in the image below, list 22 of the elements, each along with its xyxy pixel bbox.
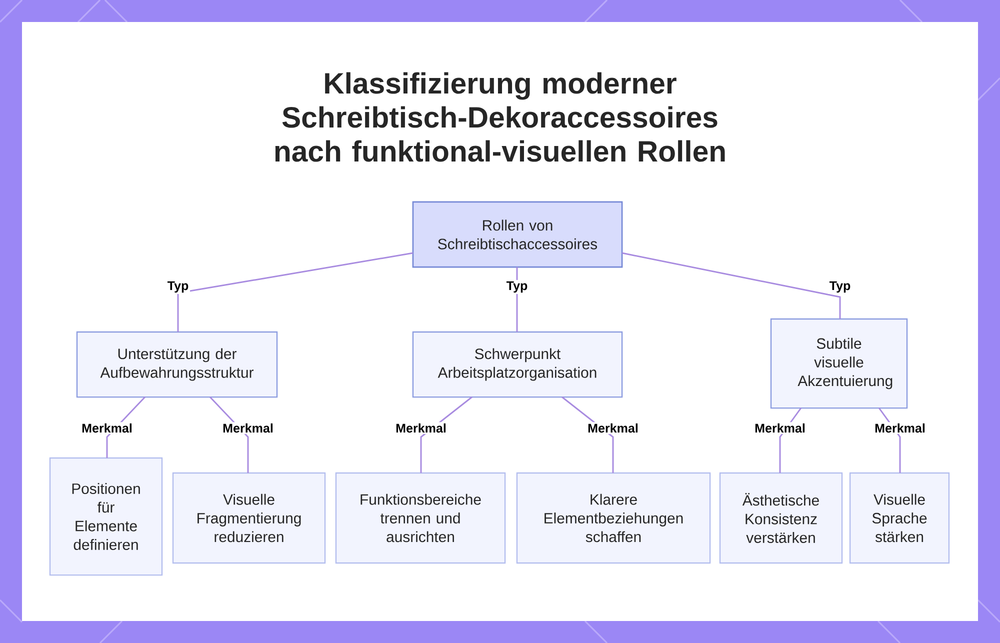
edge-label: Merkmal — [221, 422, 275, 434]
feature-box: Funktionsbereiche trennen und ausrichten — [335, 472, 506, 564]
category-box: Schwerpunkt Arbeitsplatzorganisation — [412, 331, 623, 398]
edge-label: Typ — [166, 280, 190, 294]
feature-box: Positionen für Elemente definieren — [49, 457, 163, 576]
feature-box: Visuelle Sprache stärken — [849, 472, 950, 564]
title: Klassifizierung moderner Schreibtisch-Dekoraccessoires nach funktional-visuellen Rollen — [275, 72, 725, 162]
edge-label: Merkmal — [394, 422, 448, 434]
edge-label: Typ — [505, 280, 530, 294]
feature-box: Ästhetische Konsistenz verstärken — [719, 472, 843, 564]
connector — [622, 252, 841, 319]
edge-label: Typ — [828, 280, 852, 294]
edge-label: Merkmal — [80, 422, 134, 434]
edge-label: Merkmal — [586, 422, 640, 434]
root-box: Rollen von Schreibtischaccessoires — [412, 201, 623, 268]
feature-box: Visuelle Fragmentierung reduzieren — [172, 472, 326, 564]
edge-label: Merkmal — [753, 422, 807, 434]
connector — [177, 252, 414, 332]
category-box: Unterstützung der Aufbewahrungsstruktur — [76, 331, 278, 398]
category-box: Subtile visuelle Akzentuierung — [770, 318, 908, 409]
edge-label: Merkmal — [873, 422, 927, 434]
feature-box: Klarere Elementbeziehungen schaffen — [516, 472, 711, 564]
